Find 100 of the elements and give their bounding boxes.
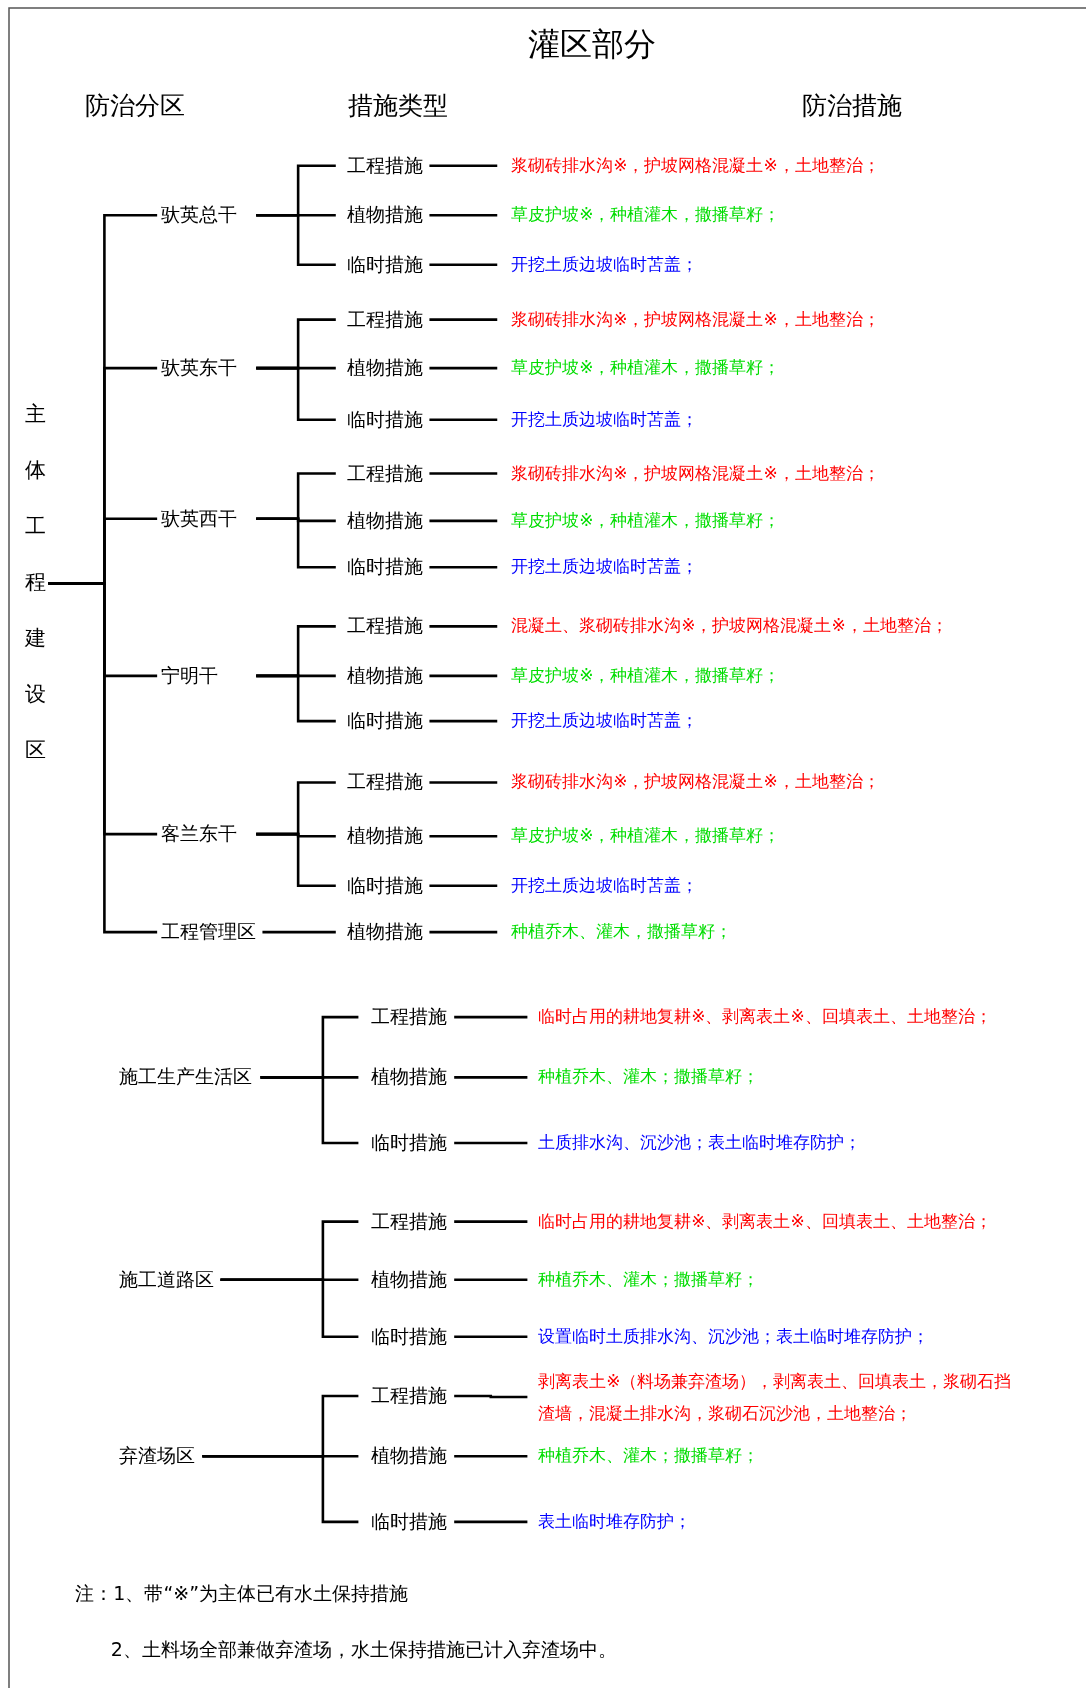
connector-line (429, 418, 498, 422)
column-heading: 防治措施 (802, 89, 903, 122)
footnote: 2、土料场全部兼做弃渣场，水土保持措施已计入弃渣场中。 (110, 1637, 617, 1662)
measure-type-label: 植物措施 (358, 1444, 455, 1469)
measure-type-label: 植物措施 (358, 1065, 455, 1090)
measure-type-label: 工程措施 (335, 770, 430, 795)
measure-text: 草皮护坡※，种植灌木，撒播草籽； (497, 665, 781, 687)
connector-line (260, 1076, 359, 1145)
measure-type-label: 工程措施 (358, 1384, 455, 1408)
measure-text: 种植乔木、灌木，撒播草籽； (497, 921, 733, 943)
connector-line (454, 1278, 528, 1282)
measure-text: 混凝土、浆砌砖排水沟※，护坡网格混凝土※，土地整治； (497, 615, 948, 638)
measure-text: 浆砌砖排水沟※，护坡网格混凝土※，土地整治； (497, 771, 880, 794)
measure-type-label: 植物措施 (335, 824, 430, 849)
connector-line (429, 519, 498, 523)
measure-text: 种植乔木、灌木；撒播草籽； (527, 1445, 760, 1467)
connector-line (256, 832, 336, 888)
measure-type-label: 临时措施 (335, 709, 430, 733)
connector-line (429, 263, 498, 267)
zone-label: 主体工程建设区 (22, 387, 49, 780)
connector-line (454, 1141, 528, 1145)
connector-line (220, 1278, 359, 1339)
connector-line (454, 1220, 528, 1223)
measure-type-label: 临时措施 (358, 1510, 455, 1534)
connector-line (256, 517, 336, 569)
connector-line (429, 164, 498, 168)
measure-type-label: 工程措施 (358, 1209, 455, 1234)
measure-type-label: 工程措施 (335, 461, 430, 486)
connector-line (454, 1454, 528, 1458)
connector-line (202, 1454, 359, 1524)
measure-type-label: 植物措施 (335, 203, 430, 228)
measure-type-label: 植物措施 (335, 509, 430, 533)
measure-text: 开挖土质边坡临时苫盖； (497, 556, 699, 578)
connector-line (454, 1076, 528, 1079)
measure-type-label: 临时措施 (335, 555, 430, 580)
column-heading: 防治分区 (84, 89, 185, 122)
measure-text: 浆砌砖排水沟※，护坡网格混凝土※，土地整治； (497, 155, 880, 177)
measure-text: 浆砌砖排水沟※，护坡网格混凝土※，土地整治； (497, 309, 880, 331)
footnote: 注：1、带“※”为主体已有水土保持措施 (75, 1581, 409, 1606)
title: 灌区部分 (527, 24, 656, 66)
measure-text: 开挖土质边坡临时苫盖； (497, 710, 699, 732)
measure-type-label: 工程措施 (335, 307, 430, 332)
connector-line (256, 213, 336, 267)
measure-type-label: 植物措施 (335, 664, 430, 688)
measure-type-label: 工程措施 (335, 614, 430, 639)
measure-text: 临时占用的耕地复耕※、剥离表土※、回填表土、土地整治； (527, 1211, 992, 1233)
measure-text: 土质排水沟、沉沙池；表土临时堆存防护； (527, 1132, 862, 1154)
measure-type-label: 植物措施 (335, 920, 430, 944)
zone-label: 工程管理区 (157, 920, 263, 944)
measure-type-label: 工程措施 (335, 153, 430, 178)
measure-type-label: 工程措施 (358, 1005, 455, 1029)
connector-line (429, 472, 498, 475)
measure-text: 草皮护坡※，种植灌木，撒播草籽； (497, 357, 781, 379)
zone-label: 弃渣场区 (116, 1444, 203, 1469)
measure-text: 种植乔木、灌木；撒播草籽； (527, 1066, 760, 1088)
measure-text: 开挖土质边坡临时苫盖； (497, 409, 699, 431)
connector-line (429, 884, 498, 888)
connector-line (454, 1015, 528, 1019)
connector-line (262, 930, 336, 934)
measure-type-label: 临时措施 (335, 873, 430, 898)
connector-line (454, 1335, 528, 1339)
connector-line (429, 625, 498, 628)
zone-label: 施工生产生活区 (116, 1065, 261, 1090)
connector-line (48, 582, 158, 934)
connector-line (454, 1520, 528, 1524)
measure-text: 浆砌砖排水沟※，护坡网格混凝土※，土地整治； (497, 462, 880, 485)
zone-label: 客兰东干 (157, 822, 257, 846)
zone-label: 宁明干 (157, 664, 257, 688)
connector-line (429, 674, 498, 678)
measure-type-label: 临时措施 (358, 1131, 455, 1155)
connector-line (429, 565, 498, 569)
zone-label: 施工道路区 (116, 1267, 221, 1292)
measure-type-label: 临时措施 (358, 1324, 455, 1349)
connector-line (429, 930, 498, 934)
connector-line (454, 1394, 528, 1399)
measure-type-label: 临时措施 (335, 252, 430, 277)
zone-label: 驮英西干 (157, 506, 257, 531)
measure-text: 草皮护坡※，种植灌木，撒播草籽； (497, 204, 781, 226)
connector-line (429, 781, 498, 784)
measure-type-label: 植物措施 (358, 1267, 455, 1292)
measure-text: 临时占用的耕地复耕※、剥离表土※、回填表土、土地整治； (527, 1006, 992, 1028)
connector-line (429, 366, 498, 370)
measure-text: 设置临时土质排水沟、沉沙池；表土临时堆存防护； (527, 1326, 930, 1348)
connector-line (429, 719, 498, 723)
connector-line (429, 318, 498, 321)
measure-text: 开挖土质边坡临时苫盖； (497, 254, 699, 276)
measure-type-label: 植物措施 (335, 356, 430, 380)
connector-line (429, 835, 498, 838)
measure-text: 表土临时堆存防护； (527, 1511, 692, 1533)
column-heading: 措施类型 (348, 89, 449, 122)
measure-text: 种植乔木、灌木；撒播草籽； (527, 1269, 760, 1291)
measure-type-label: 临时措施 (335, 407, 430, 432)
measure-text: 草皮护坡※，种植灌木，撒播草籽； (497, 510, 781, 532)
connector-line (256, 674, 336, 723)
measure-text: 剥离表土※（料场兼弃渣场），剥离表土、回填表土，浆砌石挡渣墙，混凝土排水沟，浆砌石沉沙池，土地整治； (527, 1364, 1012, 1430)
measure-text: 开挖土质边坡临时苫盖； (497, 875, 699, 897)
measure-text: 草皮护坡※，种植灌木，撒播草籽； (497, 825, 781, 847)
zone-label: 驮英东干 (157, 356, 257, 380)
connector-line (256, 366, 336, 422)
zone-label: 驮英总干 (157, 203, 257, 228)
